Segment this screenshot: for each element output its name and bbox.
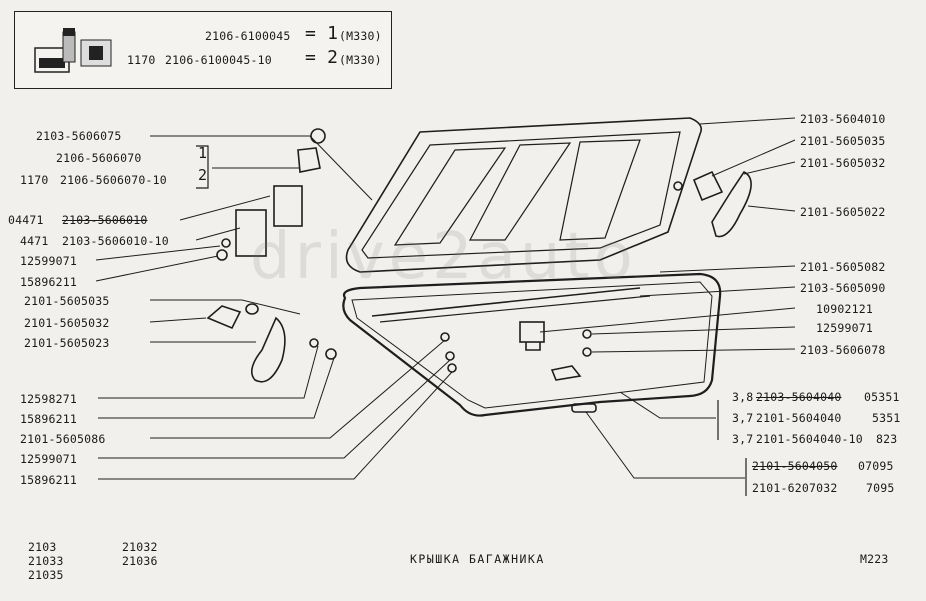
label-2106-5606070-10: 2106-5606070-10 [60, 173, 167, 187]
kit-line2-note: (M330) [339, 53, 382, 67]
page-title: КРЫШКА БАГАЖНИКА [410, 552, 545, 566]
kit-info-box: 2106-6100045 = 1 (M330) 1170 2106-610004… [14, 11, 392, 89]
label-2101-5605086: 2101-5605086 [20, 432, 106, 446]
kit-illustration [34, 28, 112, 73]
label-2101-5605032-left: 2101-5605032 [24, 316, 110, 330]
label-12599071-right: 12599071 [816, 321, 873, 335]
model-21033: 21033 [28, 554, 64, 568]
label-7095: 7095 [866, 481, 895, 495]
label-2103-5604010: 2103-5604010 [800, 112, 886, 126]
label-qty-3-8: 3,8 [732, 390, 754, 404]
page-code: M223 [860, 552, 889, 566]
kit-line2-code: 1170 [127, 53, 156, 67]
model-2103: 2103 [28, 540, 57, 554]
label-10902121: 10902121 [816, 302, 873, 316]
label-1170-code: 1170 [20, 173, 49, 187]
label-2103-5606078: 2103-5606078 [800, 343, 886, 357]
label-12598271: 12598271 [20, 392, 77, 406]
watermark: drive2auto [250, 220, 637, 294]
trunk-lid-outline [345, 117, 703, 273]
kit-line1-qty: = 1 [305, 23, 339, 44]
bracket-variant-2: 2 [198, 166, 208, 184]
label-2101-5605035-right: 2101-5605035 [800, 134, 886, 148]
kit-line2-part: 2106-6100045-10 [165, 53, 272, 67]
label-2101-5605082: 2101-5605082 [800, 260, 886, 274]
label-2103-5606010: 2103-5606010 [62, 213, 148, 227]
bracket-variant-1: 1 [198, 144, 208, 162]
label-2103-5606075: 2103-5606075 [36, 129, 122, 143]
hinge-plate [235, 209, 267, 257]
label-2101-6207032: 2101-6207032 [752, 481, 838, 495]
model-21035: 21035 [28, 568, 64, 582]
label-2103-5604040: 2103-5604040 [756, 390, 842, 404]
kit-line1-part: 2106-6100045 [205, 29, 291, 43]
label-823: 823 [876, 432, 898, 446]
buffer [571, 403, 597, 413]
label-qty-3-7-b: 3,7 [732, 432, 754, 446]
label-2101-5605022: 2101-5605022 [800, 205, 886, 219]
label-2101-5605035-left: 2101-5605035 [24, 294, 110, 308]
label-15896211-c: 15896211 [20, 473, 77, 487]
label-15896211-a: 15896211 [20, 275, 77, 289]
label-07095: 07095 [858, 459, 894, 473]
label-2101-5604040-10: 2101-5604040-10 [756, 432, 863, 446]
hinge-arm-left [250, 316, 286, 383]
label-12599071-a: 12599071 [20, 254, 77, 268]
label-2101-5605032-right: 2101-5605032 [800, 156, 886, 170]
label-2103-5605090: 2103-5605090 [800, 281, 886, 295]
striker [550, 365, 582, 381]
model-21032: 21032 [122, 540, 158, 554]
label-2106-5606070: 2106-5606070 [56, 151, 142, 165]
label-15896211-b: 15896211 [20, 412, 77, 426]
label-04471-code: 04471 [8, 213, 44, 227]
label-qty-3-7-a: 3,7 [732, 411, 754, 425]
label-4471-code: 4471 [20, 234, 49, 248]
label-2101-5605023: 2101-5605023 [24, 336, 110, 350]
hinge-arm-right [711, 170, 752, 238]
label-2103-5606010-10: 2103-5606010-10 [62, 234, 169, 248]
label-05351: 05351 [864, 390, 900, 404]
kit-line2-qty: = 2 [305, 47, 339, 68]
seal-outline [342, 272, 722, 417]
label-2101-5604050: 2101-5604050 [752, 459, 838, 473]
model-21036: 21036 [122, 554, 158, 568]
label-2101-5604040: 2101-5604040 [756, 411, 842, 425]
label-12599071-b: 12599071 [20, 452, 77, 466]
kit-line1-note: (M330) [339, 29, 382, 43]
label-5351: 5351 [872, 411, 901, 425]
